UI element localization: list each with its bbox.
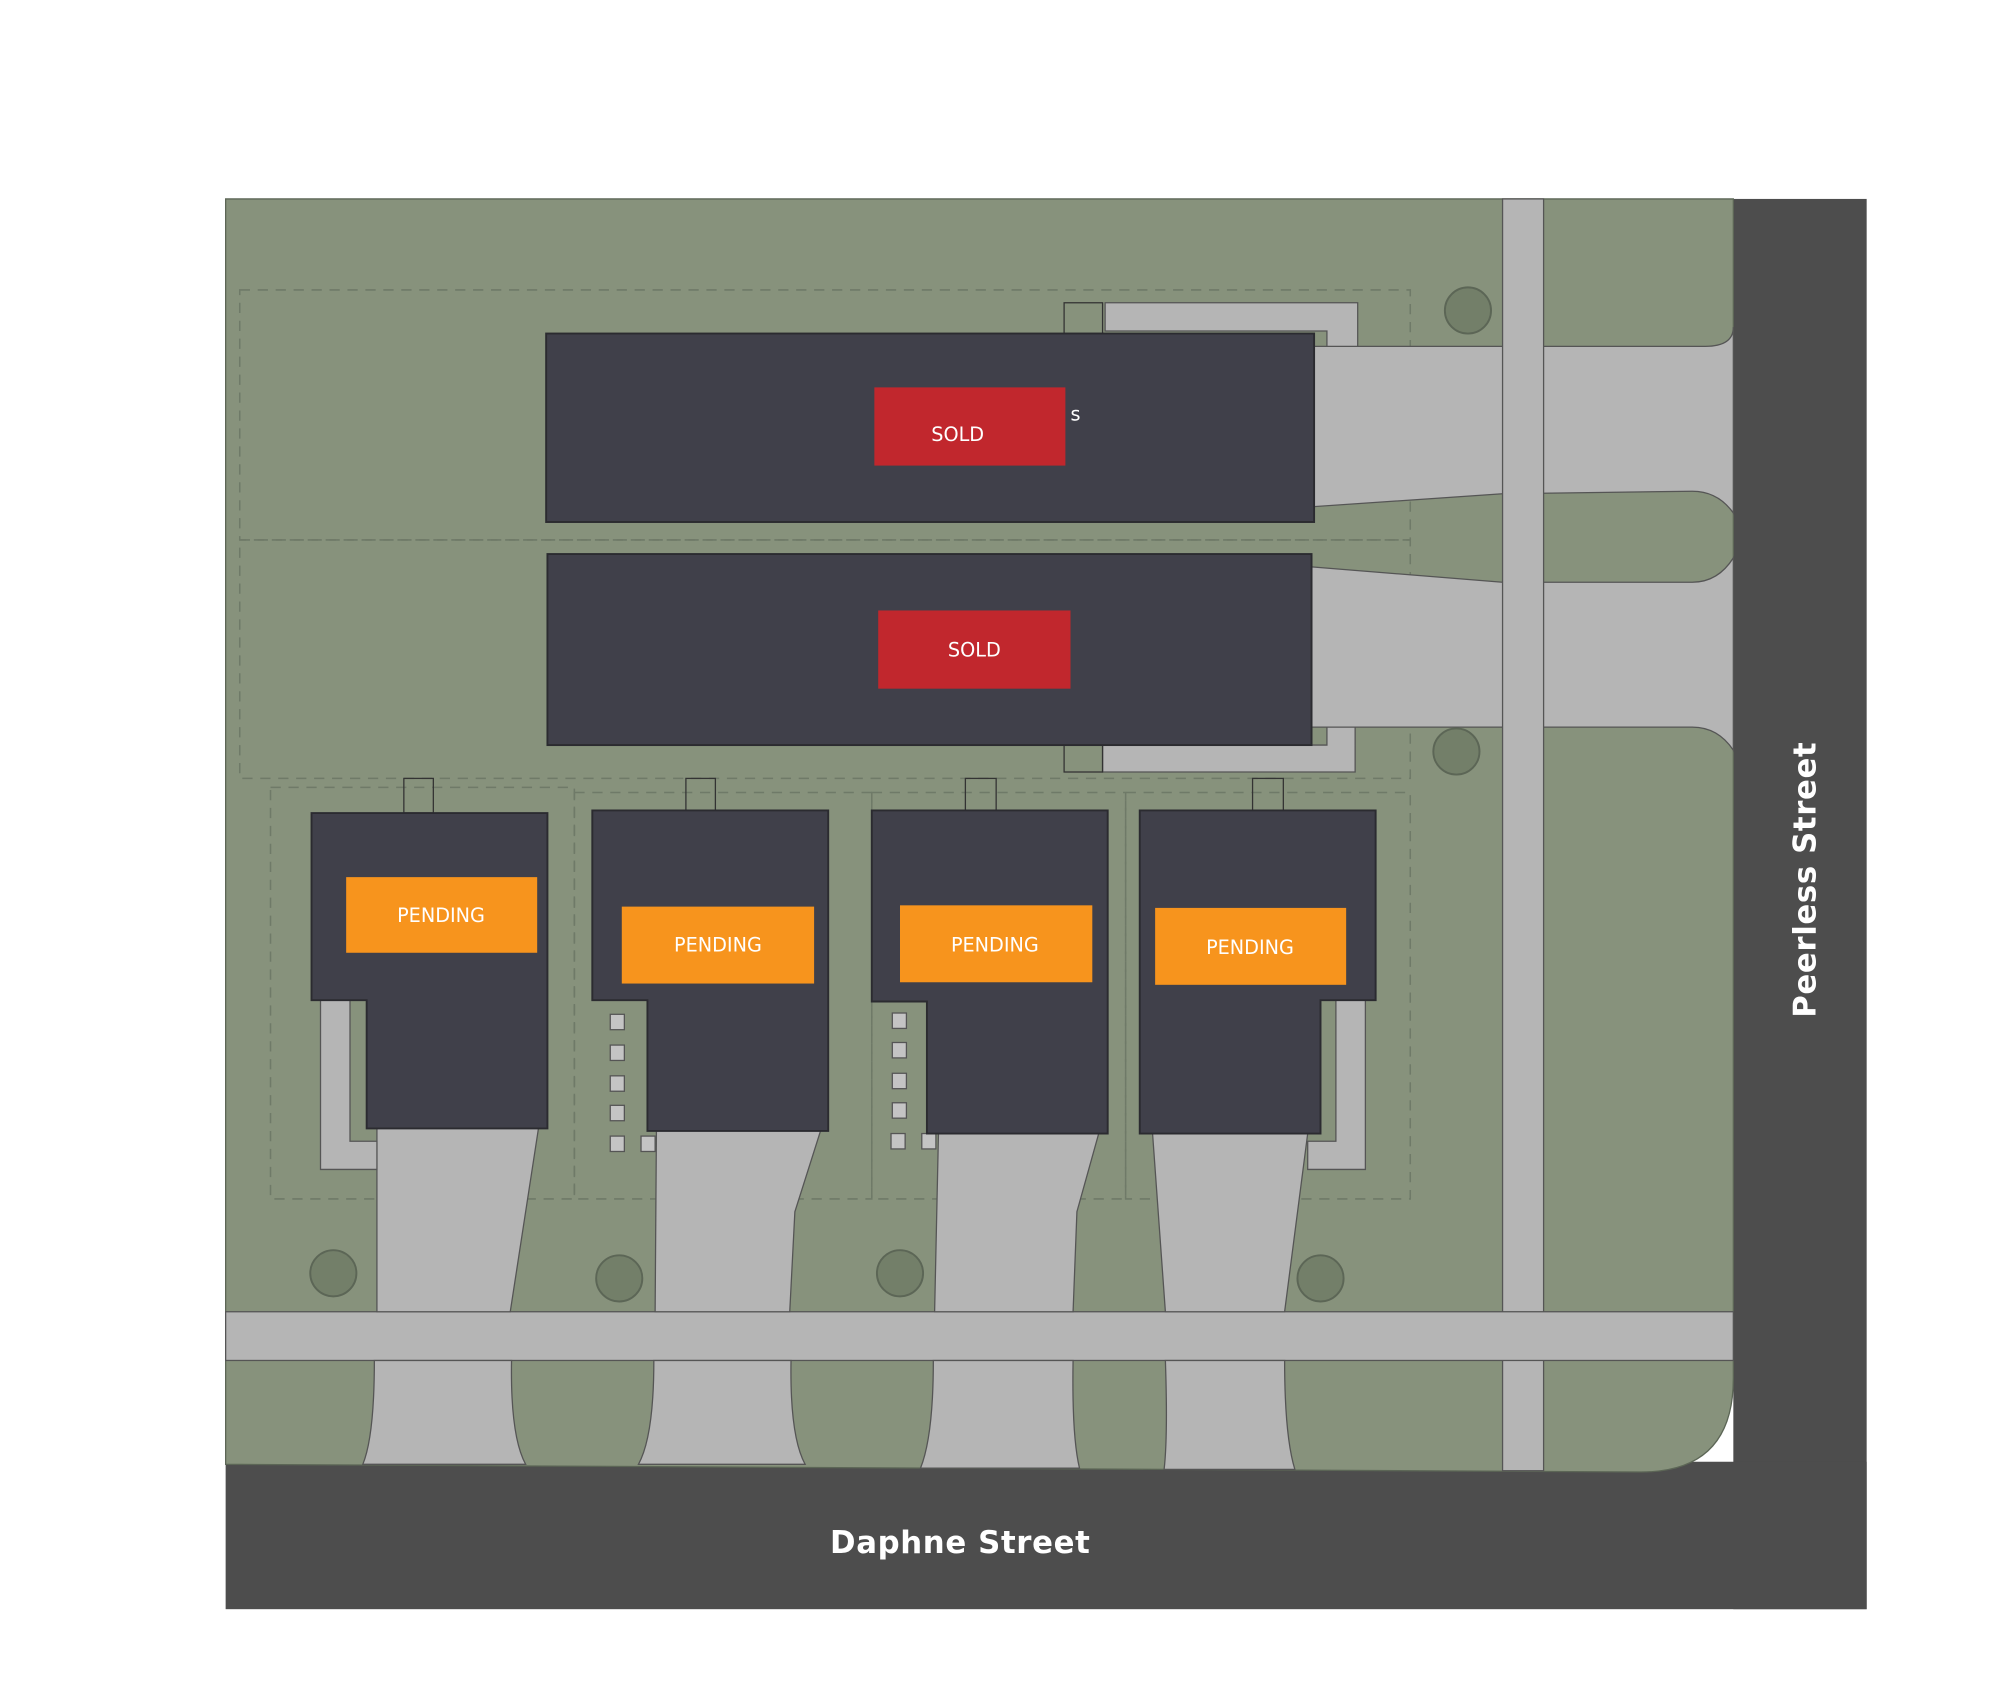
lot-4[interactable]: PENDING	[591, 809, 830, 1132]
status-badge-lot-5	[900, 905, 1093, 983]
daphne-street-road	[225, 1461, 1867, 1610]
tree-icons	[309, 286, 1492, 1303]
peerless-street-road	[1733, 198, 1867, 1610]
status-badge-lot-4	[621, 906, 815, 984]
status-label-lot-1: SOLD	[931, 423, 984, 446]
status-label-lot-2: SOLD	[948, 639, 1001, 662]
walkway-vertical	[1501, 198, 1545, 1472]
status-badge-lot-3	[346, 877, 538, 953]
lot-6[interactable]: PENDING	[1138, 809, 1377, 1135]
tree-icon	[875, 1249, 925, 1298]
tree-icon	[1432, 727, 1481, 776]
sidewalk-horizontal	[225, 1311, 1734, 1362]
tree-icon	[1443, 286, 1492, 335]
lot-2[interactable]: SOLD	[546, 553, 1313, 747]
daphne-street-label: Daphne Street	[830, 1525, 1090, 1561]
status-label-lot-5: PENDING	[951, 933, 1039, 956]
tree-icon	[1296, 1254, 1345, 1303]
lot-3[interactable]: PENDING	[310, 812, 549, 1130]
lot-1[interactable]: s SOLD	[545, 332, 1316, 523]
tree-icon	[595, 1254, 644, 1303]
status-badge-lot-1	[874, 387, 1066, 466]
stray-text: s	[1071, 403, 1081, 426]
tree-icon	[309, 1249, 358, 1298]
patio-lot-1	[1104, 302, 1359, 347]
status-label-lot-6: PENDING	[1206, 936, 1294, 959]
status-label-lot-4: PENDING	[674, 933, 762, 956]
status-label-lot-3: PENDING	[397, 904, 485, 927]
lot-5[interactable]: PENDING	[870, 809, 1109, 1135]
status-badge-lot-6	[1155, 907, 1347, 985]
stepping-stones	[609, 1012, 937, 1153]
status-badge-lot-2	[878, 610, 1071, 689]
peerless-street-label: Peerless Street	[1787, 742, 1823, 1018]
front-driveways	[361, 1127, 1309, 1471]
